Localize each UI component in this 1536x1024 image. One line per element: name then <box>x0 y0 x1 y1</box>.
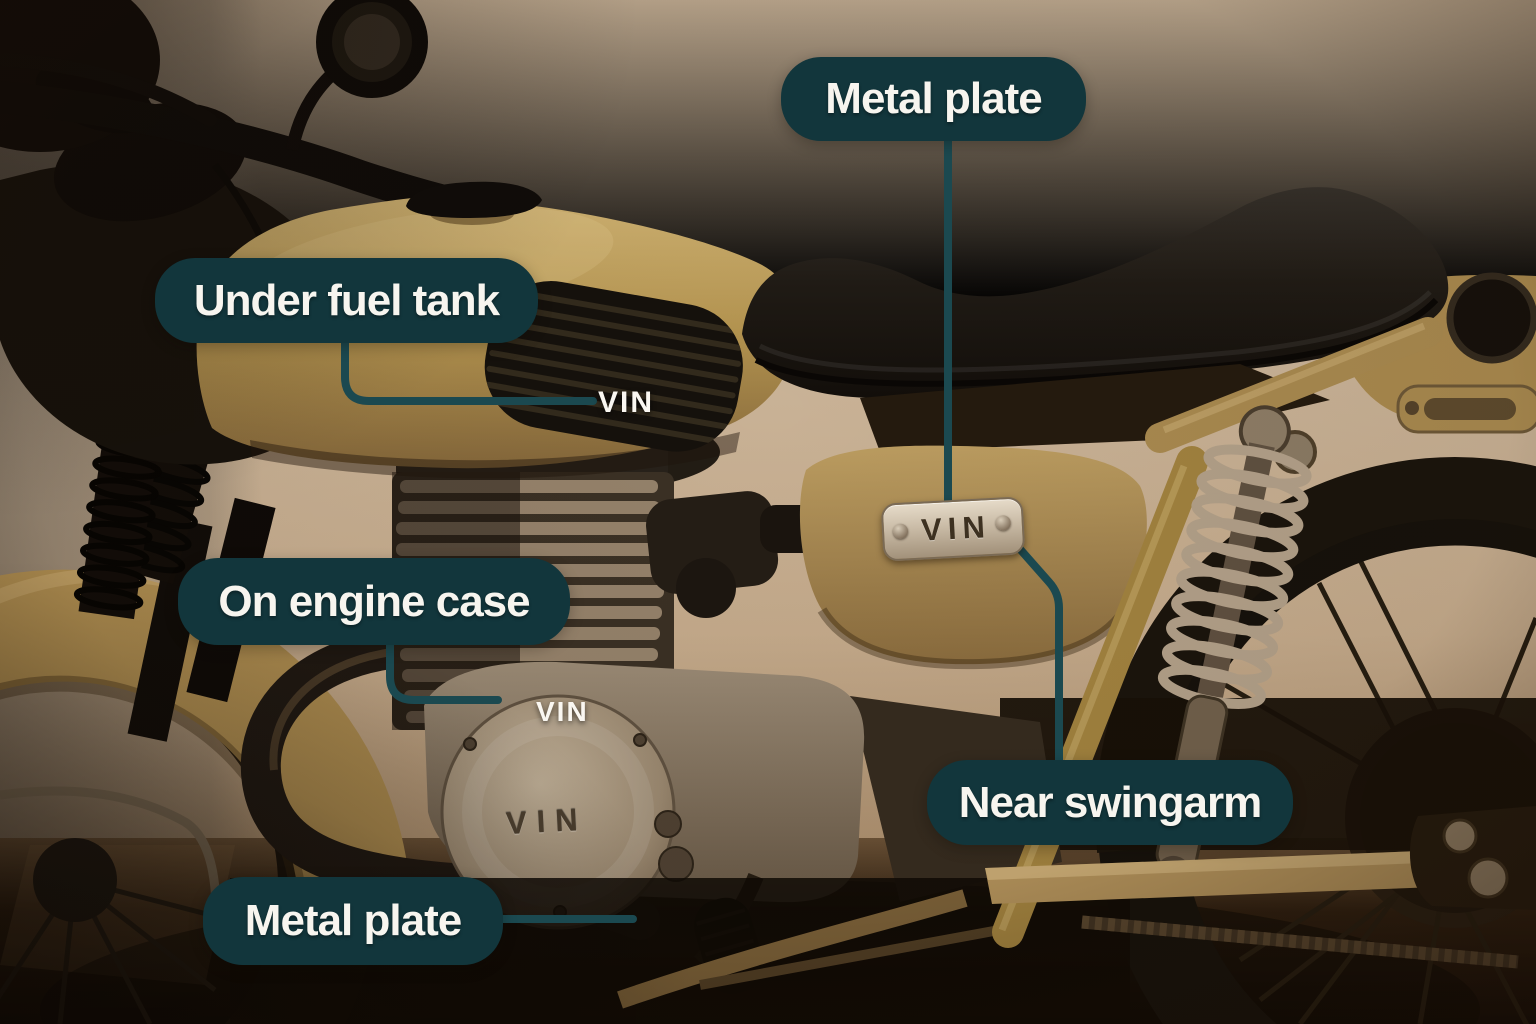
vin-plate-text: VIN <box>920 509 992 548</box>
rivet-icon <box>995 514 1012 531</box>
callout-on-engine-case: On engine case <box>178 558 570 645</box>
callout-under-fuel-tank: Under fuel tank <box>155 258 538 343</box>
vin-marker-under-tank: VIN <box>598 386 655 419</box>
callout-near-swingarm: Near swingarm <box>927 760 1293 845</box>
rivet-icon <box>892 523 909 540</box>
callout-label: Under fuel tank <box>193 275 500 325</box>
callout-label: Near swingarm <box>958 777 1262 827</box>
callout-label: Metal plate <box>244 896 462 945</box>
callout-metal-plate-top: Metal plate <box>781 57 1086 141</box>
callout-label: Metal plate <box>825 74 1042 123</box>
vin-engine-stamp-text: VIN <box>505 801 589 842</box>
vin-marker-engine-case: VIN <box>536 696 589 727</box>
callout-label: On engine case <box>218 576 530 626</box>
vin-metal-plate: VIN <box>880 496 1026 562</box>
callout-metal-plate-bottom: Metal plate <box>203 877 503 965</box>
